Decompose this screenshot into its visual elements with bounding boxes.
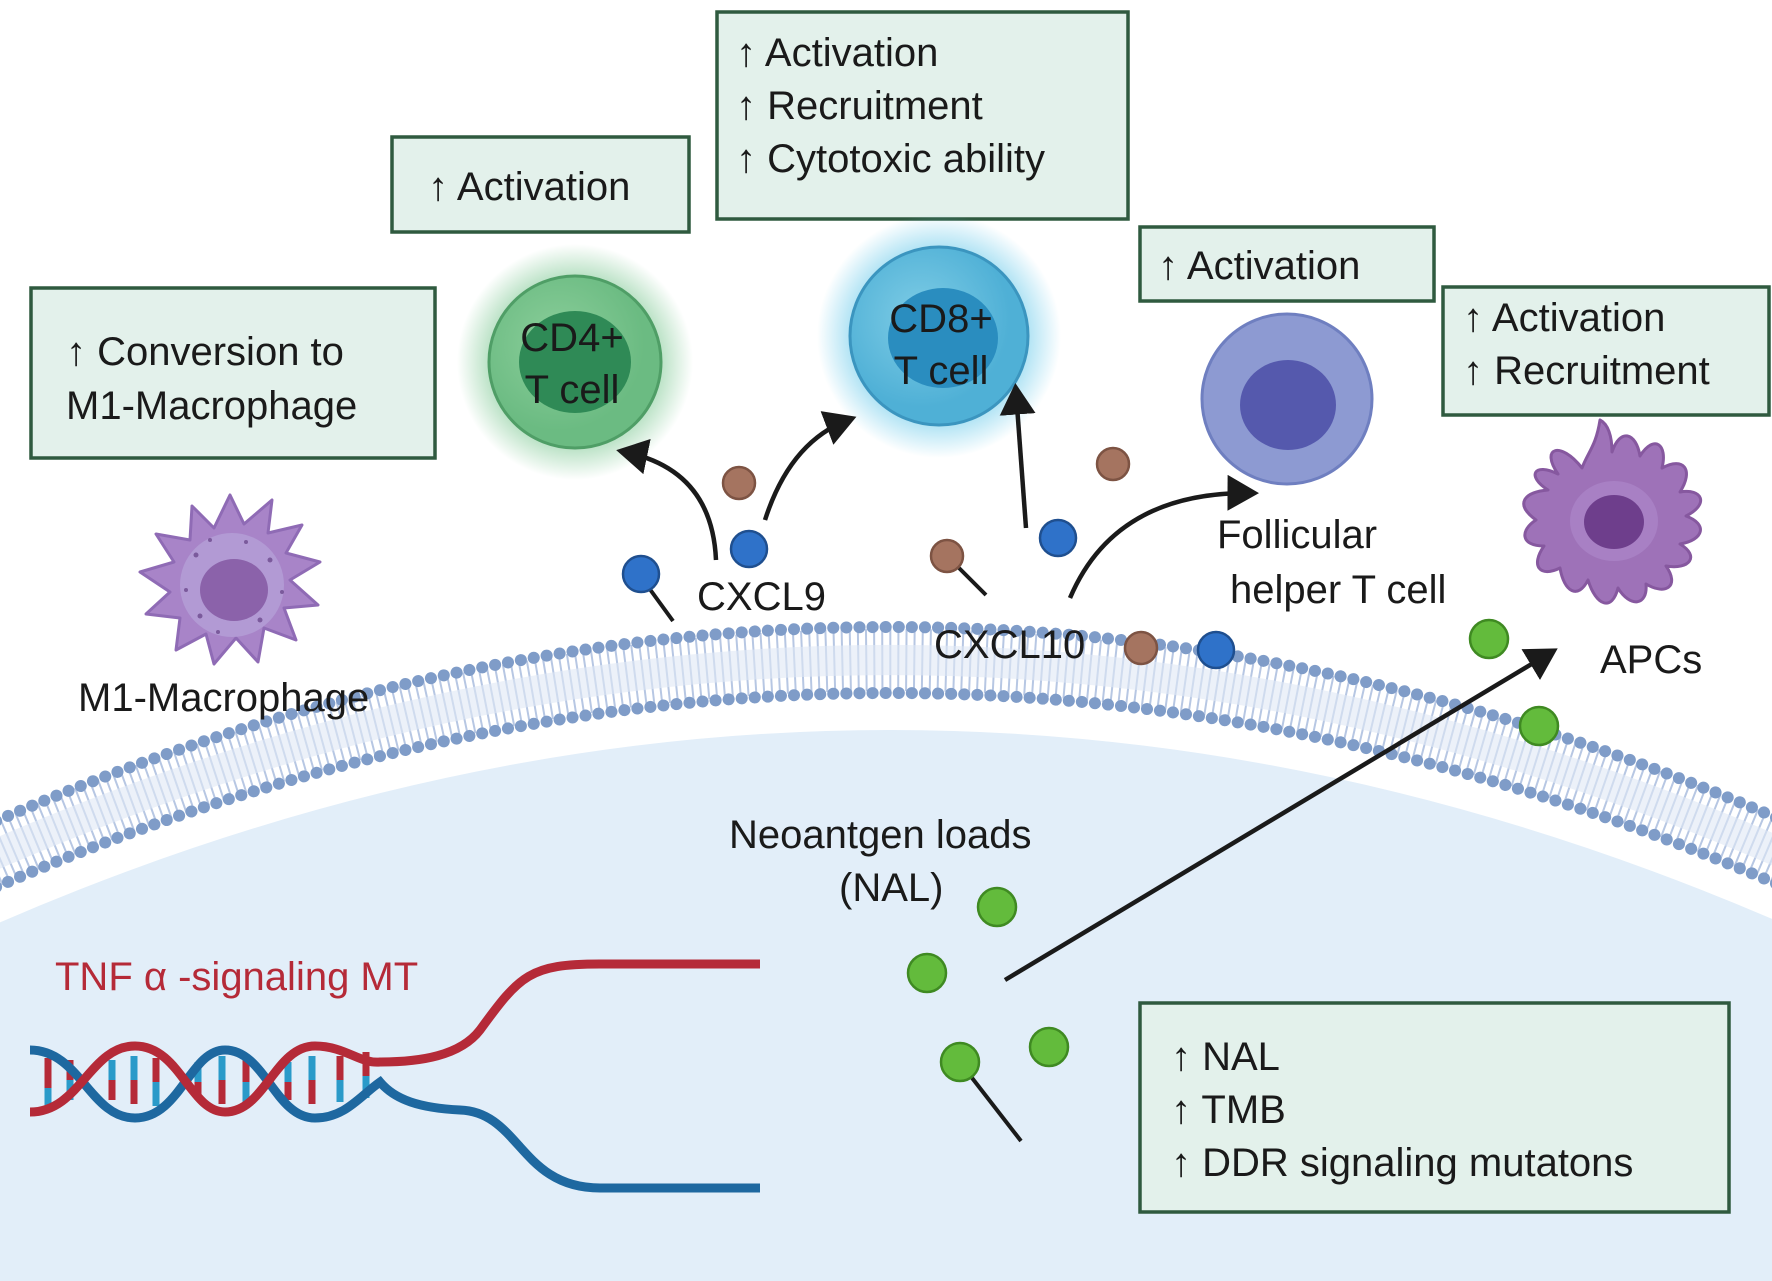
cxcl10-ligand-dot xyxy=(1095,446,1131,482)
arrow-cxcl9-to-cd4 xyxy=(616,438,719,561)
tnf-signaling-label: TNF α -signaling MT xyxy=(55,955,418,999)
box-cd4-activation: ↑ Activation xyxy=(390,135,691,234)
cd4-t-cell-icon xyxy=(457,244,693,480)
cxcl9-ligand-dot xyxy=(1196,630,1236,670)
cxcl10-ligand-icon xyxy=(929,538,988,597)
svg-text:↑ Conversion to: ↑ Conversion to xyxy=(66,330,344,374)
nal-label-line2: (NAL) xyxy=(839,866,943,910)
apc-dendritic-cell-icon xyxy=(1522,418,1703,605)
svg-text:↑ Recruitment: ↑ Recruitment xyxy=(1463,349,1710,393)
neoantigen-dot xyxy=(906,952,948,994)
nal-label-line1: Neoantgen loads xyxy=(729,813,1031,857)
cd8-cell-label-line1: CD8+ xyxy=(889,297,992,341)
box-macrophage-conversion: ↑ Conversion to M1-Macrophage xyxy=(29,286,437,460)
svg-text:↑ Recruitment: ↑ Recruitment xyxy=(736,84,983,128)
cd8-cell-label-line2: T cell xyxy=(894,349,989,393)
svg-text:↑ Activation: ↑ Activation xyxy=(736,31,938,75)
svg-text:↑ Activation: ↑ Activation xyxy=(1158,244,1360,288)
cxcl9-ligand-icon xyxy=(621,554,675,623)
cxcl9-ligand-dot xyxy=(1038,518,1078,558)
tfh-label-line1: Follicular xyxy=(1217,513,1377,557)
cxcl9-label: CXCL9 xyxy=(697,575,826,619)
neoantigen-dot xyxy=(1518,705,1560,747)
svg-text:↑ Cytotoxic ability: ↑ Cytotoxic ability xyxy=(736,137,1045,181)
box-tfh-activation: ↑ Activation xyxy=(1138,225,1436,303)
svg-text:M1-Macrophage: M1-Macrophage xyxy=(66,384,357,428)
box-cd8-effects: ↑ Activation ↑ Recruitment ↑ Cytotoxic a… xyxy=(715,10,1130,221)
tfh-label-line2: helper T cell xyxy=(1230,568,1446,612)
arrow-nal-to-apcs xyxy=(1003,648,1558,982)
cd4-cell-label-line2: T cell xyxy=(525,368,620,412)
svg-text:↑ NAL: ↑ NAL xyxy=(1171,1035,1280,1079)
box-tumor-features: ↑ NAL ↑ TMB ↑ DDR signaling mutatons xyxy=(1138,1001,1731,1214)
m1-macrophage-label: M1-Macrophage xyxy=(78,676,369,720)
cd8-t-cell-icon xyxy=(817,214,1061,458)
apcs-label: APCs xyxy=(1600,638,1702,682)
neoantigen-presenting-icon xyxy=(939,1041,1023,1143)
follicular-helper-t-cell-icon xyxy=(1200,312,1374,486)
dna-double-helix-icon xyxy=(29,959,760,1193)
neoantigen-dot xyxy=(1028,1026,1070,1068)
cd4-cell-label-line1: CD4+ xyxy=(520,316,623,360)
cxcl10-ligand-dot xyxy=(721,465,757,501)
cxcl10-ligand-dot xyxy=(1123,630,1159,666)
neoantigen-dot xyxy=(1468,618,1510,660)
svg-text:↑ Activation: ↑ Activation xyxy=(1463,296,1665,340)
m1-macrophage-icon xyxy=(138,493,322,666)
arrow-cxcl10-to-cd8 xyxy=(999,383,1036,529)
box-apc-effects: ↑ Activation ↑ Recruitment xyxy=(1441,285,1771,417)
svg-text:↑ Activation: ↑ Activation xyxy=(428,165,630,209)
arrow-cxcl9-to-cd8 xyxy=(762,411,857,521)
arrow-cxcl10-to-tfh xyxy=(1067,474,1259,599)
svg-text:↑ DDR signaling mutatons: ↑ DDR signaling mutatons xyxy=(1171,1141,1633,1185)
svg-text:↑ TMB: ↑ TMB xyxy=(1171,1088,1286,1132)
cxcl9-ligand-dot xyxy=(729,529,769,569)
cxcl10-label: CXCL10 xyxy=(934,623,1085,667)
neoantigen-dot xyxy=(976,886,1018,928)
